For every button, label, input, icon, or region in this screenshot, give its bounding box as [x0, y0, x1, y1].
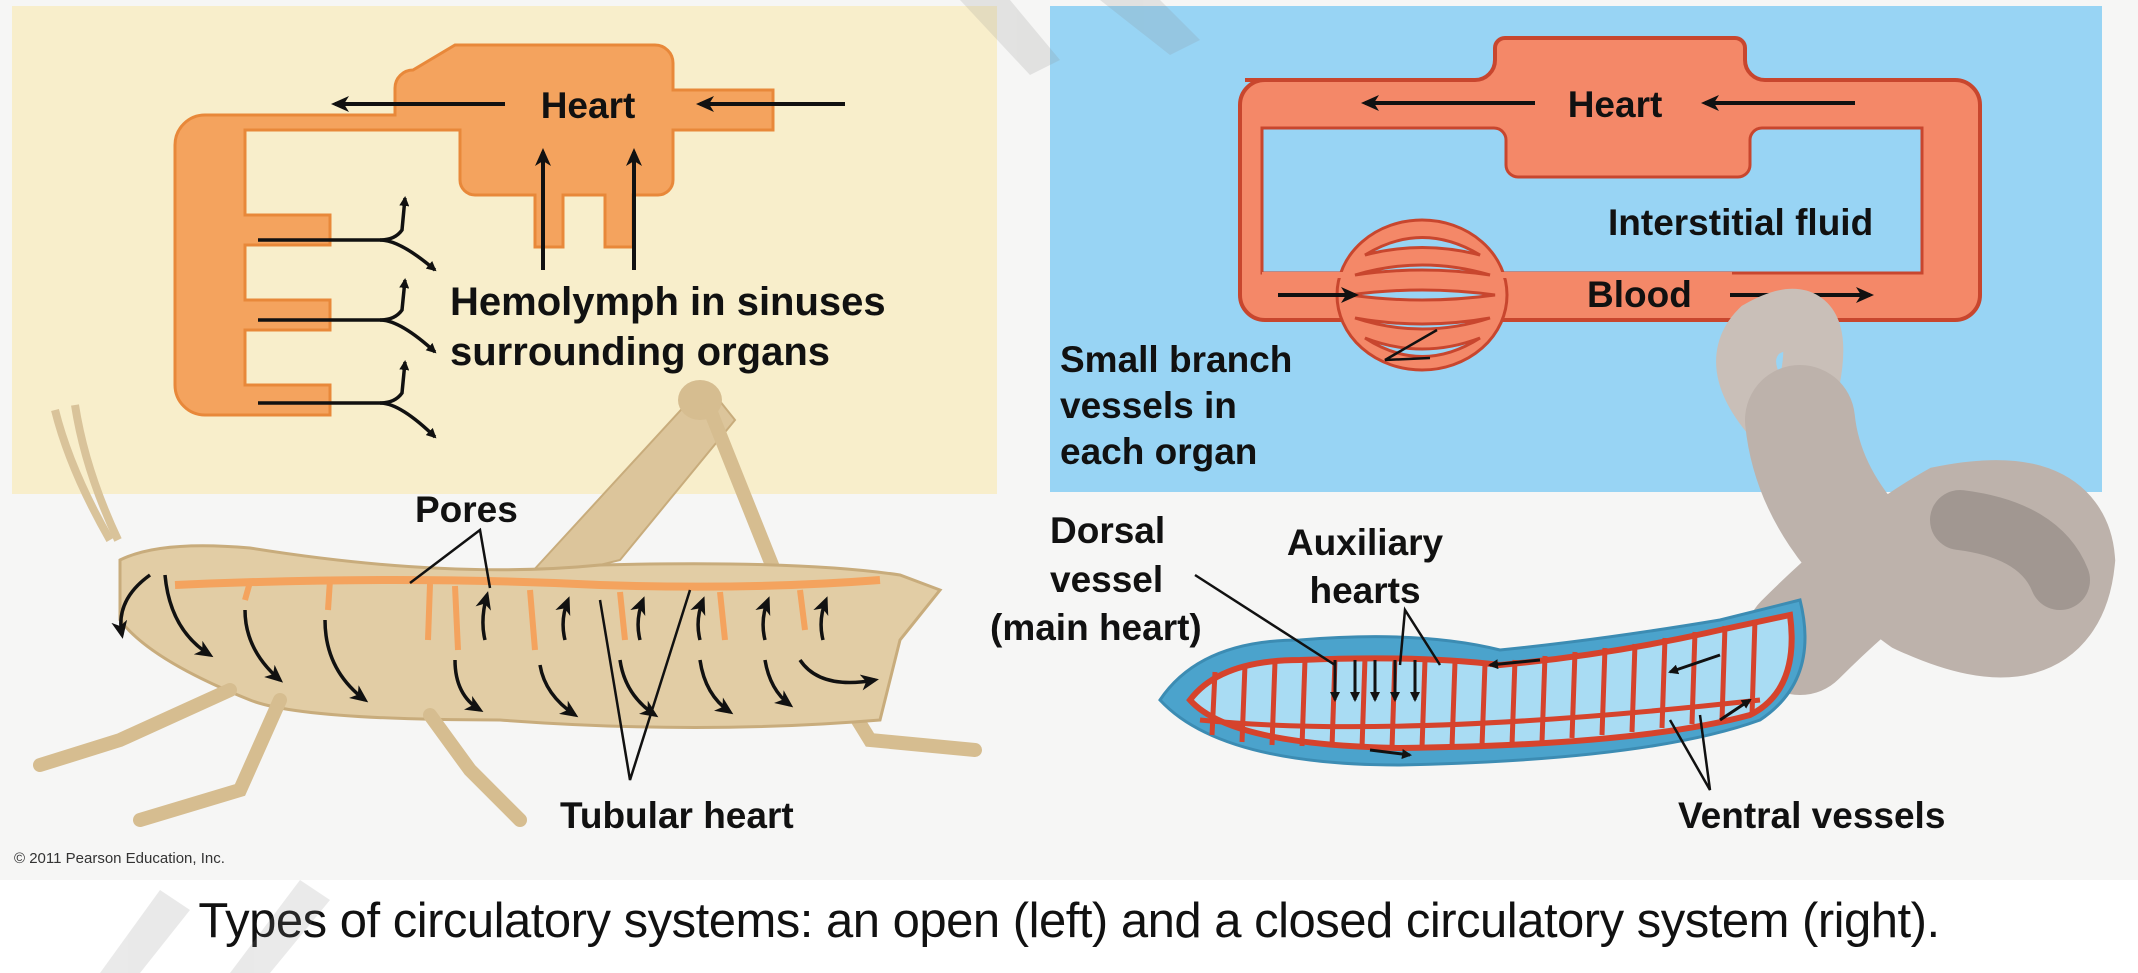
open-heart-label: Heart — [541, 85, 636, 126]
earthworm-illustration — [1158, 288, 2116, 767]
open-leader-lines — [409, 527, 692, 781]
hemolymph-label-line1: Hemolymph in sinuses — [450, 280, 886, 324]
interstitial-fluid-label: Interstitial fluid — [1608, 202, 1873, 243]
small-branch-label-line2: vessels in — [1060, 385, 1237, 426]
open-heart-arrows — [331, 96, 845, 270]
auxiliary-label-line1: Auxiliary — [1287, 522, 1444, 563]
hemolymph-flow-arrows — [111, 573, 879, 718]
small-branch-label-line3: each organ — [1060, 431, 1257, 472]
figure: Heart Hemolymph in sinuses surrounding o… — [12, 6, 2116, 867]
diagram-canvas: Heart Hemolymph in sinuses surrounding o… — [33, 36, 2116, 836]
small-branch-label-line1: Small branch — [1060, 339, 1292, 380]
grasshopper-illustration — [33, 380, 982, 827]
copyright-notice: © 2011 Pearson Education, Inc. — [14, 850, 225, 867]
dorsal-label-line3: (main heart) — [990, 607, 1202, 648]
closed-system-vessel — [1238, 36, 1982, 372]
closed-leader-lines — [1194, 573, 1712, 791]
dorsal-label-line2: vessel — [1050, 559, 1163, 600]
worm-flow-arrows — [1330, 653, 1752, 759]
figure-caption: Types of circulatory systems: an open (l… — [198, 894, 1940, 948]
tubular-heart-label: Tubular heart — [560, 795, 794, 836]
dorsal-label-line1: Dorsal — [1050, 510, 1165, 551]
ventral-vessels-label: Ventral vessels — [1678, 795, 1945, 836]
open-system-vessel — [173, 43, 775, 417]
closed-heart-label: Heart — [1568, 84, 1663, 125]
small-branch-leader — [1384, 328, 1438, 362]
hemolymph-label-line2: surrounding organs — [450, 330, 830, 374]
pores-label: Pores — [415, 489, 518, 530]
auxiliary-label-line2: hearts — [1309, 570, 1420, 611]
sinus-branch-arrows — [258, 196, 437, 439]
blood-label: Blood — [1587, 274, 1692, 315]
